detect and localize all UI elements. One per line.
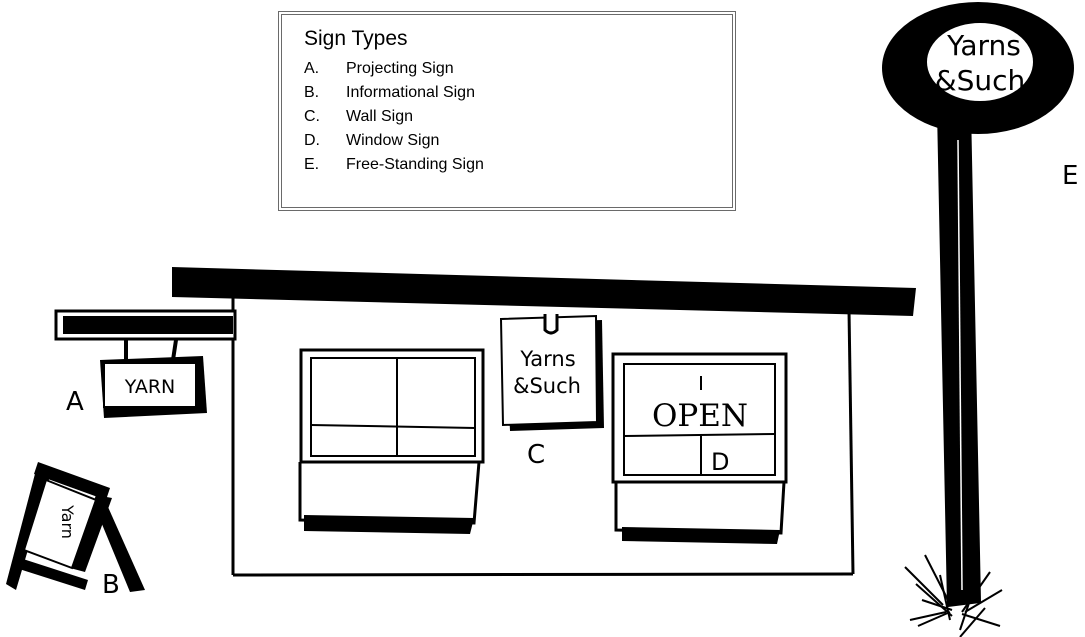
projecting-sign-text: YARN — [124, 376, 176, 398]
marker-b: B — [102, 570, 120, 600]
side-beam — [56, 311, 235, 339]
marker-e: E — [1062, 161, 1078, 191]
window-sign-text: OPEN — [652, 398, 748, 434]
freestanding-sign-line1: Yarns — [946, 29, 1021, 62]
legend-item: C.Wall Sign — [304, 105, 732, 129]
left-window — [300, 350, 483, 534]
marker-c: C — [527, 440, 545, 470]
informational-sign-text: Yarn — [58, 504, 77, 539]
legend-item: A.Projecting Sign — [304, 57, 732, 81]
wall-sign — [501, 314, 604, 431]
roof-beam — [172, 267, 916, 316]
right-window — [613, 354, 786, 544]
legend-label: Informational Sign — [346, 84, 475, 101]
marker-a: A — [66, 387, 84, 417]
legend-label: Wall Sign — [346, 108, 413, 125]
legend-letter: B. — [304, 81, 346, 105]
legend-item: E.Free-Standing Sign — [304, 153, 732, 177]
legend-letter: E. — [304, 153, 346, 177]
legend-letter: A. — [304, 57, 346, 81]
legend-title: Sign Types — [304, 27, 732, 51]
marker-d: D — [711, 448, 729, 476]
legend-label: Window Sign — [346, 132, 439, 149]
wall-sign-line1: Yarns — [519, 347, 575, 371]
freestanding-sign-line2: &Such — [935, 64, 1026, 97]
wall-sign-line2: &Such — [513, 374, 581, 398]
legend-label: Free-Standing Sign — [346, 156, 484, 173]
legend-item: D.Window Sign — [304, 129, 732, 153]
legend-label: Projecting Sign — [346, 60, 454, 77]
freestanding-sign — [882, 2, 1074, 637]
legend-letter: D. — [304, 129, 346, 153]
legend-letter: C. — [304, 105, 346, 129]
sign-types-legend: Sign Types A.Projecting Sign B.Informati… — [278, 11, 736, 211]
legend-item: B.Informational Sign — [304, 81, 732, 105]
